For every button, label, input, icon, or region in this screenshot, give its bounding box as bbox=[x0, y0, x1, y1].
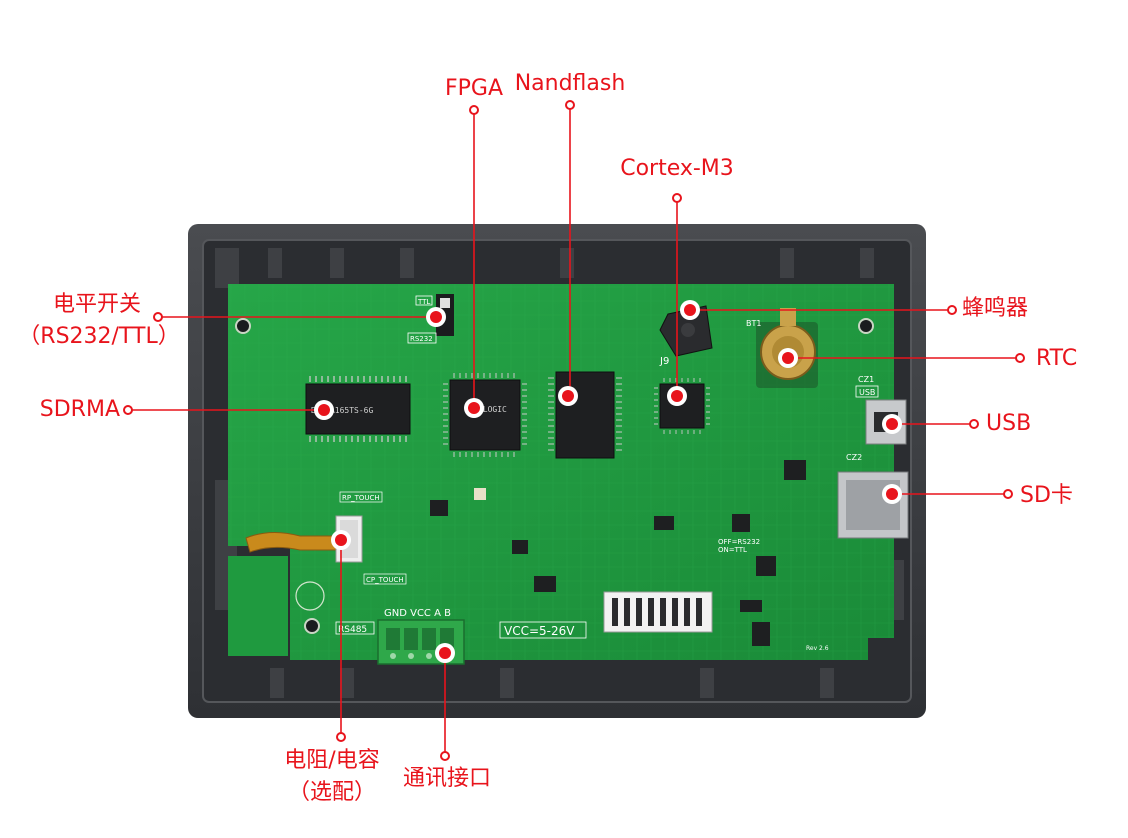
label-comm-port: 通讯接口 bbox=[402, 766, 491, 791]
cz2-silkscreen: CZ2 bbox=[846, 453, 862, 462]
label-level-switch-line1: 电平开关 bbox=[52, 292, 141, 317]
board-silkscreen: VCC=5-26V OFF=RS232 ON=TTL Rev 2.6 bbox=[499, 538, 829, 652]
label-buzzer: 蜂鸣器 bbox=[962, 296, 1029, 321]
label-fpga: FPGA bbox=[444, 76, 504, 101]
usb-silkscreen: USB bbox=[859, 388, 875, 397]
label-nandflash: Nandflash bbox=[514, 71, 626, 96]
rs232-silkscreen: RS232 bbox=[410, 335, 433, 343]
label-usb: USB bbox=[986, 411, 1032, 436]
rp-touch-silkscreen: RP_TOUCH bbox=[342, 494, 380, 502]
off-rs232-silkscreen: OFF=RS232 bbox=[718, 538, 760, 546]
label-level-switch-line2: （RS232/TTL） bbox=[18, 324, 180, 349]
label-sd-card: SD卡 bbox=[1020, 483, 1073, 508]
label-cortex-m3: Cortex-M3 bbox=[620, 156, 734, 181]
fpga-chip: ANLOGIC bbox=[443, 373, 527, 457]
terminal-silkscreen: GND VCC A B bbox=[384, 608, 451, 619]
callouts bbox=[123, 100, 1025, 761]
fpga-chip-marking: ANLOGIC bbox=[473, 405, 507, 414]
j9-silkscreen: J9 bbox=[659, 356, 669, 367]
bt1-silkscreen: BT1 bbox=[746, 319, 761, 328]
marker-cortex-top bbox=[672, 193, 682, 203]
ttl-silkscreen: TTL bbox=[417, 298, 430, 306]
label-sdram: SDRMA bbox=[39, 397, 120, 422]
label-resistor-line1: 电阻/电容 bbox=[284, 748, 380, 773]
label-resistor-line2: （选配） bbox=[287, 780, 376, 805]
sdram-chip-marking: EM63A165TS-6G bbox=[311, 406, 374, 415]
rs485-silkscreen: RS485 bbox=[338, 625, 367, 635]
label-rtc: RTC bbox=[1036, 346, 1078, 371]
nandflash-chip bbox=[548, 371, 622, 459]
small-components bbox=[430, 460, 806, 646]
cp-touch-silkscreen: CP_TOUCH bbox=[366, 576, 404, 584]
vcc-silkscreen: VCC=5-26V bbox=[504, 624, 575, 638]
dip-switch-bank bbox=[603, 591, 713, 633]
marker-nandflash-top bbox=[565, 100, 575, 110]
revision-silkscreen: Rev 2.6 bbox=[806, 645, 829, 652]
sd-card-slot: CZ2 bbox=[837, 453, 909, 539]
on-ttl-silkscreen: ON=TTL bbox=[718, 546, 747, 554]
buzzer-component bbox=[659, 305, 713, 357]
marker-fpga-top bbox=[469, 105, 479, 115]
cz1-silkscreen: CZ1 bbox=[858, 375, 874, 384]
